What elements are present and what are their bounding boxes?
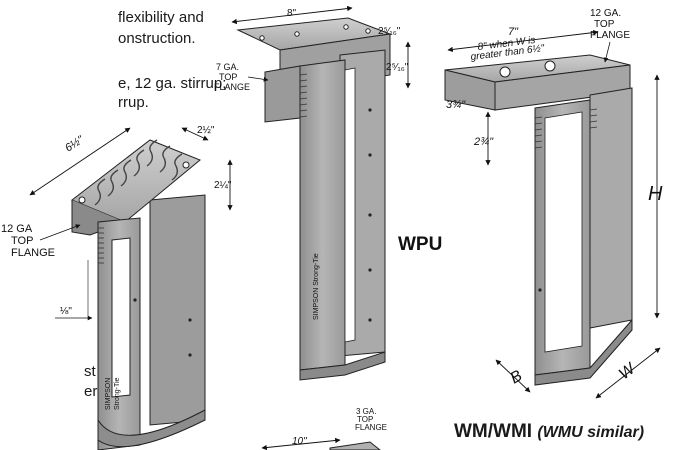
bottom-hanger: 10" 3 GA. TOP FLANGE — [261, 407, 387, 450]
wm-product-name: WM/WMI — [454, 421, 533, 442]
lbv-length-dim-line — [29, 127, 131, 196]
lbv-width-dim: 2½" — [197, 125, 215, 136]
bottom-length-dim: 10" — [292, 436, 307, 447]
lbv-stamp-line2: Strong-Tie — [114, 377, 121, 410]
wm-flange-label-1: 12 GA. — [590, 8, 621, 19]
lbv-flange-label-1: 12 GA — [1, 223, 33, 235]
wm-top-dim: 7" — [508, 26, 519, 38]
wm-flange-label-3: FLANGE — [590, 30, 630, 41]
wpu-flange-height-dim: 2⁵⁄₁₆" — [386, 62, 409, 73]
wpu-width-dim-line — [231, 5, 353, 25]
wm-flange-label-2: TOP — [594, 19, 615, 30]
intro-line-3: e, 12 ga. stirrup; — [118, 75, 227, 92]
wm-side-dim-1: 3¾" — [446, 99, 466, 111]
bottom-length-dim-line — [261, 437, 341, 450]
lbv-hanger: SIMPSON Strong-Tie 6½" 2½" 2¼" 12 GA TOP… — [1, 125, 233, 450]
intro-line-4: rrup. — [118, 94, 149, 111]
bottom-flange-label-3: FLANGE — [355, 423, 387, 432]
wm-product-title: WM/WMI (WMU similar) — [454, 421, 644, 443]
intro-line-5: st — [84, 363, 96, 380]
wpu-flange-label-2: TOP — [219, 72, 237, 82]
wm-height-label: H — [648, 183, 663, 205]
wm-side-dim-2: 2¾" — [473, 136, 494, 148]
lbv-width-dim-line — [181, 127, 209, 141]
wm-top-dim-line — [447, 29, 599, 53]
wpu-flange-label-1: 7 GA. — [216, 62, 239, 72]
lbv-stamp-line1: SIMPSON — [105, 378, 112, 410]
wpu-width-dim: 8" — [287, 8, 297, 19]
wm-flange-leader — [603, 41, 611, 63]
lbv-height-dim: 2¼" — [214, 179, 232, 191]
lbv-flange-label-3: FLANGE — [11, 247, 55, 259]
intro-line-1: flexibility and — [118, 9, 204, 26]
wpu-flange-label-3: FLANGE — [214, 82, 250, 92]
wm-b-label: B — [508, 367, 526, 387]
wpu-stamp: SIMPSON Strong-Tie — [313, 253, 320, 320]
wm-b-dim-line — [495, 359, 531, 393]
lbv-length-dim: 6½" — [63, 133, 87, 154]
intro-line-2: onstruction. — [118, 30, 196, 47]
wpu-name: WPU — [398, 234, 442, 255]
lbv-thickness-dim: ⅛" — [60, 306, 72, 317]
wm-hanger: 7" 8" when W is greater than 6½" 12 GA. … — [444, 8, 663, 399]
lbv-flange-leader — [39, 224, 81, 241]
intro-line-6: er. — [84, 383, 101, 400]
bottom-flange-label-1: 3 GA. — [356, 407, 376, 416]
wm-similar-note: (WMU similar) — [537, 424, 645, 441]
wpu-hanger: SIMPSON Strong-Tie 8" 2⁵⁄₁₆" 2⁵⁄₁₆" 7 GA… — [214, 5, 442, 381]
wpu-flange-leader — [247, 76, 269, 82]
bottom-flange-label-2: TOP — [357, 415, 373, 424]
lbv-flange-label-2: TOP — [11, 235, 33, 247]
wm-w-dim-line — [595, 347, 661, 399]
wpu-flange-thickness-dim: 2⁵⁄₁₆" — [378, 26, 401, 37]
